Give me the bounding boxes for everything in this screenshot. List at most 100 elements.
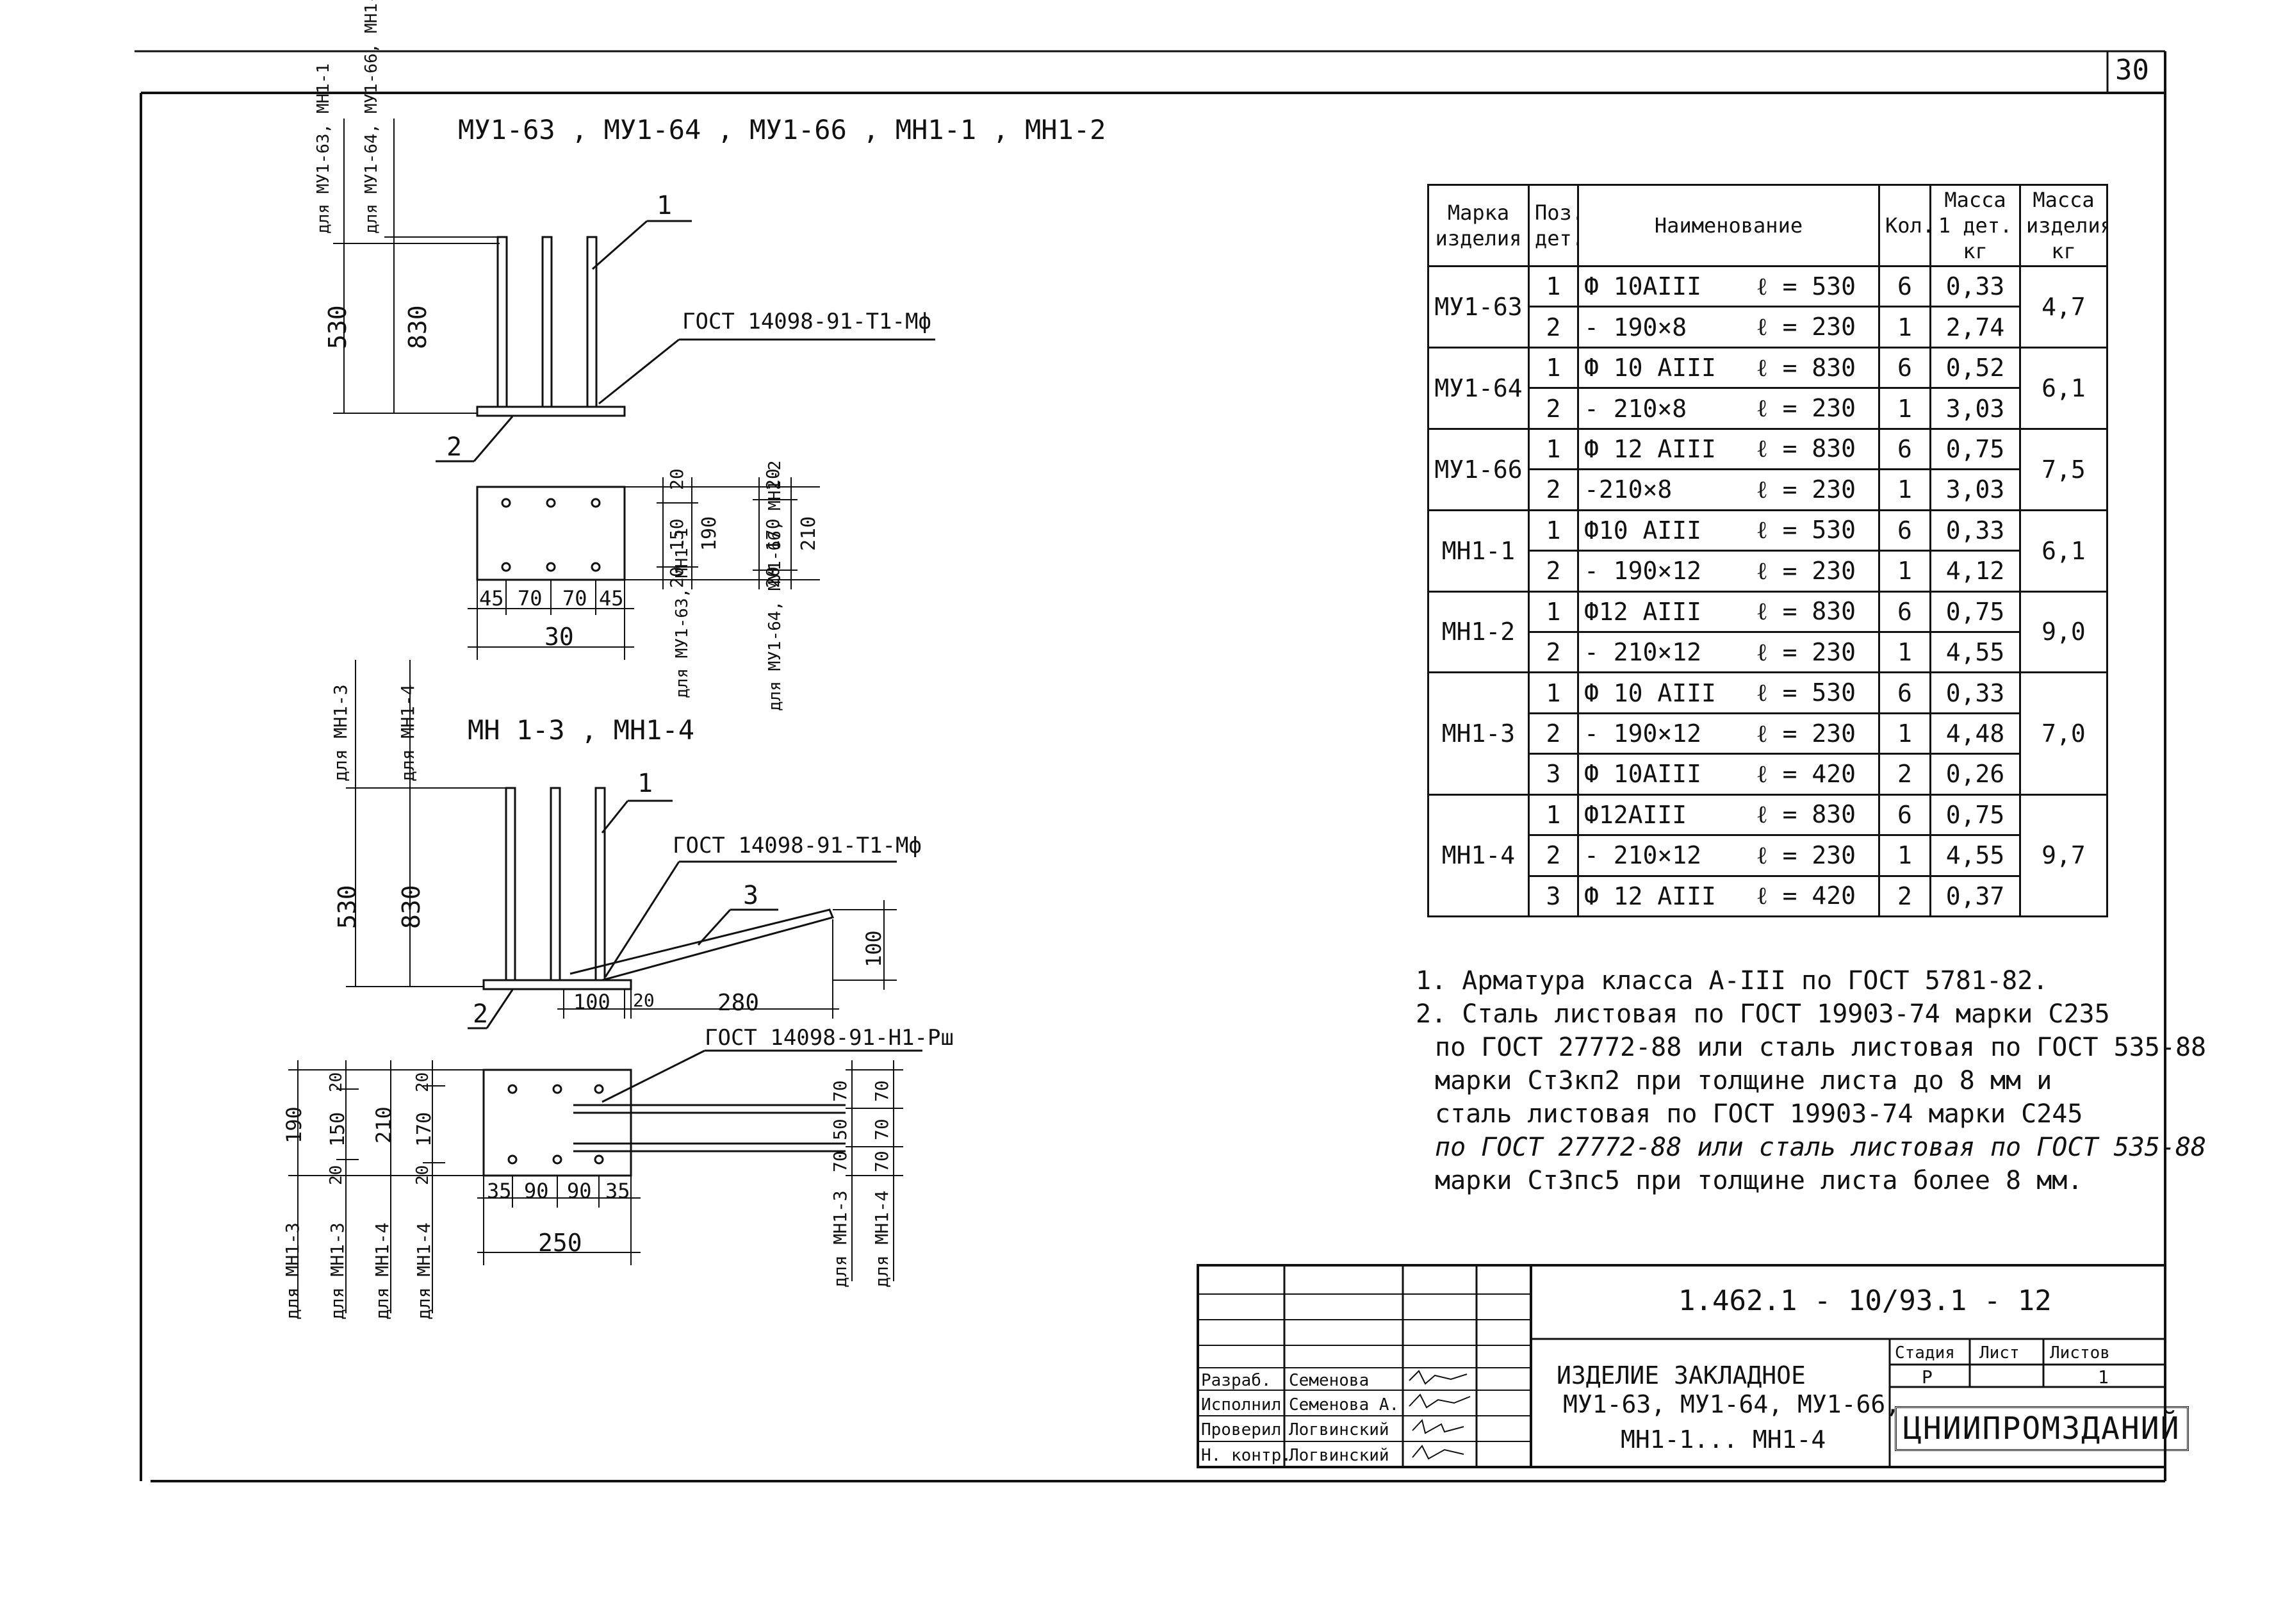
row-qty: 1 [1878,834,1931,877]
table-row: МУ1-64 1 Ф 10 АIII ℓ = 830 6 0,52 6,1 [1427,346,2108,430]
drawing2-plan-dim-35b: 35 [605,1179,630,1203]
drawing2-plan-dim-90b: 90 [567,1179,592,1203]
drawing1-pos1: 1 [657,191,673,220]
row-length: ℓ = 830 [1751,793,1880,837]
row-pos: 2 [1528,306,1579,349]
row-name: - 210×8 [1577,387,1751,430]
drawing1-plan [468,477,820,660]
row-name: Ф 10АIII [1577,265,1751,308]
note-line: 1. Арматура класса А-III по ГОСТ 5781-82… [1416,966,2049,996]
drawing1-plan-dim-70b: 70 [562,586,587,611]
stage-header: Стадия [1895,1343,1955,1363]
notes-block: 1. Арматура класса А-III по ГОСТ 5781-82… [1409,964,2206,1197]
row-mass1: 0,37 [1929,874,2021,918]
organization-name: ЦНИИПРОМЗДАНИЙ [1895,1406,2189,1451]
row-mark: МН1-2 [1427,590,1530,674]
header-mark: Марка изделия [1427,184,1530,267]
row-pos: 2 [1528,387,1579,430]
header-pos: Поз. дет. [1528,184,1579,267]
table-row: 2 - 210×8 ℓ = 230 1 3,03 [1428,387,2107,430]
table-row: 2 - 210×12 ℓ = 230 1 4,55 [1428,834,2107,877]
row-mass-product: 7,0 [2019,671,2108,796]
row-name: Ф 12 АIII [1577,427,1751,471]
row-length: ℓ = 830 [1751,590,1880,633]
row-pos: 2 [1528,550,1579,593]
header-mass-part: Масса 1 дет. кг [1929,184,2021,267]
row-mass1: 0,33 [1929,265,2021,308]
row-pos: 1 [1528,590,1579,633]
row-length: ℓ = 530 [1751,509,1880,552]
row-pos: 2 [1528,712,1579,755]
row-pos: 1 [1528,346,1579,390]
page-number: 30 [2115,54,2149,86]
table-row: 2 - 210×12 ℓ = 230 1 4,55 [1428,630,2107,674]
sheet-header: Лист [1979,1343,2020,1363]
signature-name: Семенова [1289,1371,1370,1390]
row-pos: 3 [1528,753,1579,796]
row-mark: МУ1-66 [1427,427,1530,511]
row-mass1: 3,03 [1929,387,2021,430]
row-qty: 1 [1878,306,1931,349]
row-mass1: 0,75 [1929,590,2021,633]
row-length: ℓ = 230 [1751,468,1880,511]
sheets-value: 1 [2098,1366,2109,1388]
sheets-header: Листов [2050,1343,2110,1363]
drawing1-plan-dim-70a: 70 [518,586,543,611]
signature-name: Логвинский [1289,1420,1389,1439]
row-qty: 6 [1878,346,1931,390]
table-row: МН1-3 1 Ф 10 АIII ℓ = 530 6 0,33 7,0 [1427,671,2108,796]
row-mark: МУ1-63 [1427,265,1530,349]
row-pos: 1 [1528,265,1579,308]
row-qty: 6 [1878,265,1931,308]
row-mass1: 4,55 [1929,630,2021,674]
row-length: ℓ = 530 [1751,265,1880,308]
row-name: - 210×12 [1577,630,1751,674]
row-pos: 1 [1528,793,1579,837]
row-pos: 3 [1528,874,1579,918]
row-pos: 2 [1528,468,1579,511]
row-name: Ф12АIII [1577,793,1751,837]
drawing2-plan [288,1049,922,1313]
drawing2-dim-100: 100 [573,990,610,1014]
row-name: -210×8 [1577,468,1751,511]
row-mass1: 0,26 [1929,753,2021,796]
drawing1-elevation [333,119,935,463]
drawing2-gost-weld-h1: ГОСТ 14098-91-Н1-Рш [705,1025,954,1051]
signature-role: Исполнил [1201,1395,1282,1415]
row-mark: МН1-4 [1427,793,1530,918]
row-length: ℓ = 230 [1751,630,1880,674]
drawing2-pos2: 2 [473,999,489,1029]
header-name: Наименование [1577,184,1880,267]
row-mass1: 0,33 [1929,509,2021,552]
row-qty: 6 [1878,590,1931,633]
row-length: ℓ = 830 [1751,346,1880,390]
row-length: ℓ = 420 [1751,753,1880,796]
row-qty: 2 [1878,753,1931,796]
row-mass1: 2,74 [1929,306,2021,349]
table-row: МН1-4 1 Ф12АIII ℓ = 830 6 0,75 9,7 [1427,793,2108,918]
row-mass1: 0,75 [1929,793,2021,837]
row-pos: 2 [1528,630,1579,674]
drawing1-gost-weld: ГОСТ 14098-91-Т1-Мф [682,309,931,334]
row-mass1: 4,55 [1929,834,2021,877]
table-header-row: Марка изделия Поз. дет. Наименование Кол… [1427,184,2108,267]
row-name: Ф10 АIII [1577,509,1751,552]
row-length: ℓ = 830 [1751,427,1880,471]
signature-name: Семенова А. [1289,1395,1400,1415]
row-mass1: 0,75 [1929,427,2021,471]
header-mass-product: Масса изделия, кг [2019,184,2108,267]
row-length: ℓ = 230 [1751,834,1880,877]
row-length: ℓ = 230 [1751,387,1880,430]
row-qty: 6 [1878,671,1931,714]
drawing2-pos3: 3 [743,881,759,910]
row-length: ℓ = 420 [1751,874,1880,918]
drawing2-plan-dim-35a: 35 [487,1179,512,1203]
row-qty: 2 [1878,874,1931,918]
row-length: ℓ = 230 [1751,550,1880,593]
drawing1-pos2: 2 [446,432,462,462]
row-mass1: 0,52 [1929,346,2021,390]
drawing2-pos1: 1 [637,769,653,798]
product-title-line3: МН1-1... МН1-4 [1621,1425,1826,1454]
drawing2-dim-20: 20 [633,990,655,1011]
